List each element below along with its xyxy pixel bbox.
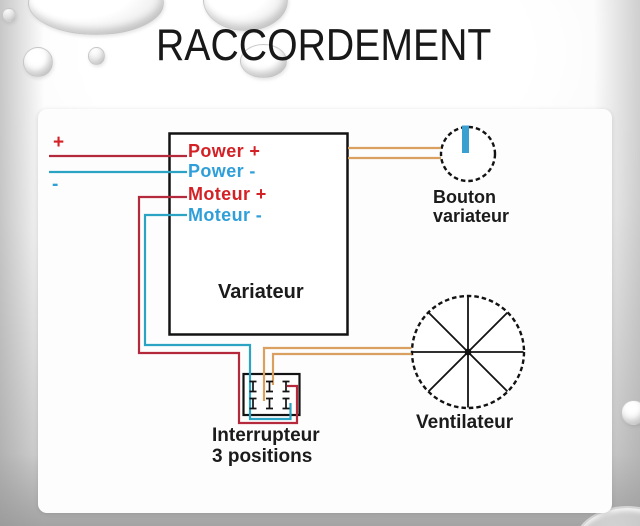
water-droplet-decoration (2, 8, 16, 22)
interrupteur-label: Interrupteur 3 positions (212, 425, 320, 467)
fan-icon (410, 294, 526, 410)
interrupteur-label-line1: Interrupteur (212, 425, 320, 446)
bouton-label-line2: variateur (433, 205, 510, 226)
ventilateur-wire-lower (271, 352, 412, 385)
bouton-label: Bouton variateur (433, 188, 509, 226)
water-droplet-decoration (621, 400, 640, 425)
ventilateur-wire-upper (262, 346, 412, 401)
switch-pins (249, 380, 290, 410)
knob-icon (439, 125, 497, 183)
supply-minus-label: - (52, 174, 59, 195)
page-title: RACCORDEMENT (156, 21, 492, 71)
bouton-label-line1: Bouton (433, 187, 496, 207)
water-droplet-decoration (88, 47, 105, 65)
interrupteur-label-line2: 3 positions (212, 445, 313, 467)
water-droplet-decoration (23, 47, 53, 77)
port-label-moteur-minus: Moteur - (188, 205, 263, 225)
port-label-moteur-plus: Moteur + (188, 184, 267, 204)
port-label-power-plus: Power + (188, 141, 261, 161)
variateur-box (168, 132, 349, 336)
moteur-minus-wire (143, 213, 292, 421)
water-droplet-decoration (240, 44, 287, 78)
variateur-label: Variateur (218, 281, 304, 303)
moteur-plus-wire (137, 195, 299, 425)
supply-plus-label: + (53, 132, 65, 153)
ventilateur-label: Ventilateur (416, 412, 514, 433)
port-label-power-minus: Power - (188, 161, 256, 181)
